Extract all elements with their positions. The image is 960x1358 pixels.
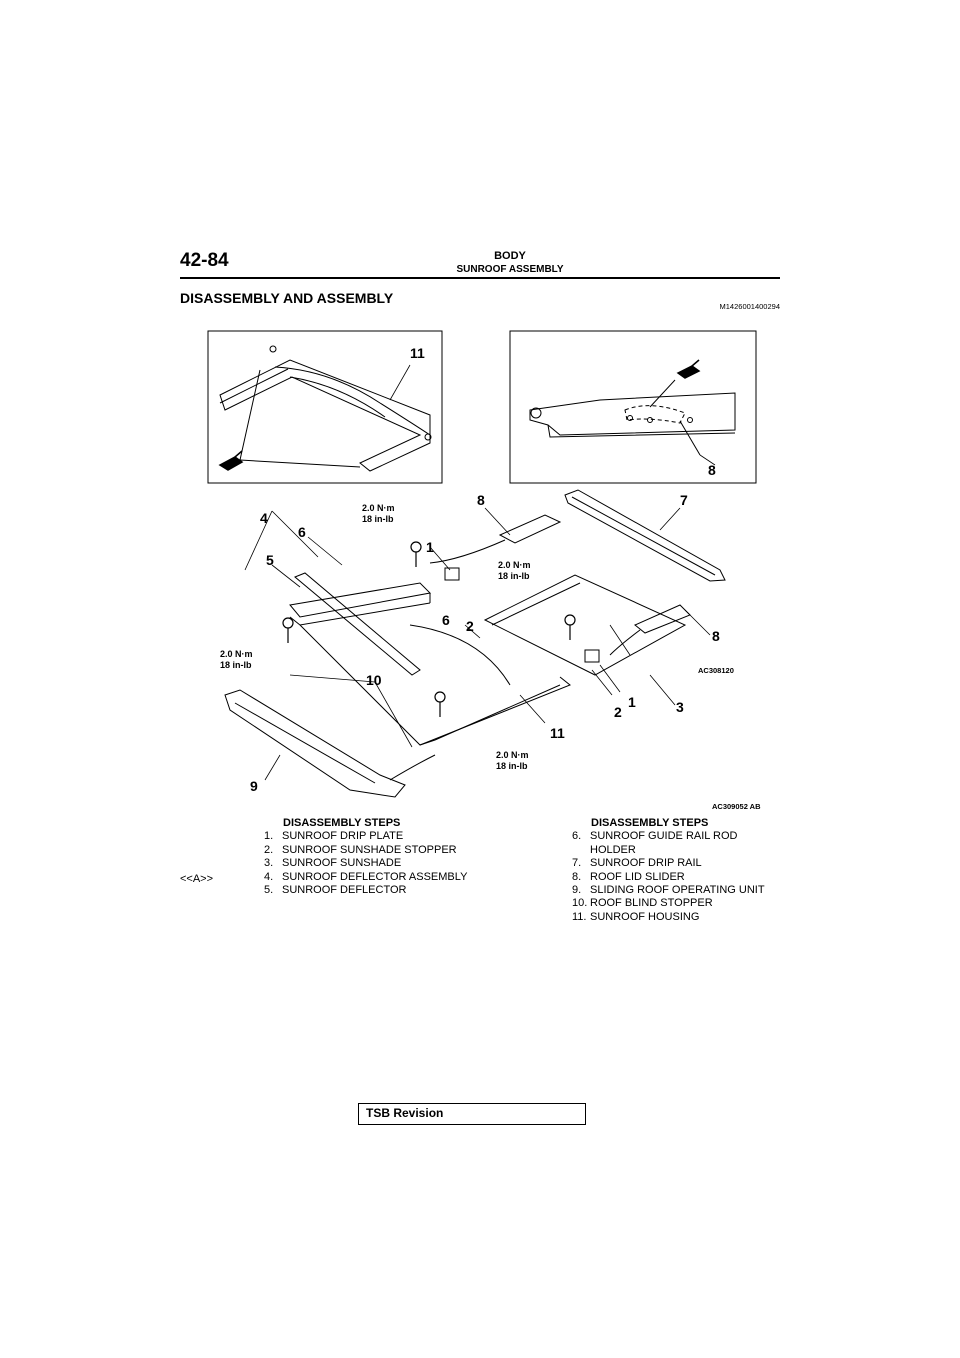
list-item: 1. SUNROOF DRIP PLATE bbox=[264, 830, 474, 843]
tsb-revision-label: TSB Revision bbox=[366, 1106, 444, 1120]
torque-label-3: 2.0 N·m bbox=[220, 649, 253, 659]
torque-label-2: 2.0 N·m bbox=[498, 560, 531, 570]
exploded-diagram: 11 8 4 6 5 1 8 7 2 6 8 10 1 2 3 11 9 2.0… bbox=[207, 330, 761, 811]
deflector-drawing bbox=[294, 572, 421, 676]
torque-label-3-imperial: 18 in-lb bbox=[220, 660, 252, 670]
list-item: 3. SUNROOF SUNSHADE bbox=[264, 857, 474, 870]
sunshade-drawing bbox=[483, 574, 687, 676]
list-item: 8. ROOF LID SLIDER bbox=[572, 871, 782, 884]
leader-lines bbox=[244, 364, 716, 781]
callout-8-upper: 8 bbox=[477, 492, 485, 508]
step-text: SUNROOF DEFLECTOR ASSEMBLY bbox=[282, 870, 468, 883]
callout-8-inset: 8 bbox=[708, 462, 716, 478]
list-item: 2. SUNROOF SUNSHADE STOPPER bbox=[264, 844, 474, 857]
step-number: 2. bbox=[264, 843, 274, 856]
inner-figure-code: AC308120 bbox=[698, 666, 734, 675]
step-text: SUNROOF SUNSHADE bbox=[282, 857, 402, 870]
list-item: 9. SLIDING ROOF OPERATING UNIT bbox=[572, 884, 782, 897]
step-number: 4. bbox=[264, 870, 274, 883]
callout-1: 1 bbox=[426, 539, 434, 555]
header-title: BODY bbox=[494, 250, 526, 262]
operating-unit-drawing bbox=[224, 689, 436, 798]
steps-list-left: DISASSEMBLY STEPS 1. SUNROOF DRIP PLATE 2… bbox=[264, 817, 474, 897]
callout-7: 7 bbox=[680, 492, 688, 508]
callout-11-inset: 11 bbox=[410, 345, 425, 361]
torque-label-4-imperial: 18 in-lb bbox=[496, 761, 528, 771]
torque-label-1-imperial: 18 in-lb bbox=[362, 514, 394, 524]
drip-rail-drawing bbox=[564, 489, 726, 582]
step-number: 7. bbox=[572, 857, 582, 870]
callout-2-lower: 2 bbox=[614, 704, 622, 720]
step-number: 1. bbox=[264, 830, 274, 843]
callout-6: 6 bbox=[298, 524, 306, 540]
list-item: 6. SUNROOF GUIDE RAIL ROD HOLDER bbox=[572, 830, 782, 857]
page-number: 42-84 bbox=[180, 250, 229, 271]
step-number: 11. bbox=[572, 910, 587, 923]
step-text: SUNROOF DRIP RAIL bbox=[590, 857, 702, 870]
callout-8-lower: 8 bbox=[712, 628, 720, 644]
header-rule bbox=[180, 277, 780, 279]
step-number: 8. bbox=[572, 870, 582, 883]
callout-5: 5 bbox=[266, 552, 274, 568]
callout-10: 10 bbox=[366, 672, 382, 688]
section-title: DISASSEMBLY AND ASSEMBLY bbox=[180, 290, 394, 306]
inset-left-housing-drawing bbox=[219, 345, 432, 472]
inset-right-frame bbox=[509, 330, 757, 484]
callout-6-lower: 6 bbox=[442, 612, 450, 628]
callout-2: 2 bbox=[466, 618, 474, 634]
list-item: 10.ROOF BLIND STOPPER bbox=[572, 897, 782, 910]
step-number: 9. bbox=[572, 884, 582, 897]
callout-1-lower: 1 bbox=[628, 694, 636, 710]
torque-label-1: 2.0 N·m bbox=[362, 503, 395, 513]
step-text: SUNROOF DRIP PLATE bbox=[282, 830, 404, 843]
callout-3: 3 bbox=[676, 699, 684, 715]
grease-gun-icon bbox=[676, 359, 701, 379]
step-text: ROOF BLIND STOPPER bbox=[590, 897, 713, 910]
steps-header: DISASSEMBLY STEPS bbox=[591, 817, 709, 829]
step-text: SUNROOF SUNSHADE STOPPER bbox=[282, 843, 457, 856]
steps-list-right: DISASSEMBLY STEPS 6. SUNROOF GUIDE RAIL R… bbox=[572, 817, 782, 924]
list-item: 4. SUNROOF DEFLECTOR ASSEMBLY bbox=[264, 871, 474, 884]
torque-label-4: 2.0 N·m bbox=[496, 750, 529, 760]
step-text: SLIDING ROOF OPERATING UNIT bbox=[590, 884, 765, 897]
step-text: SUNROOF HOUSING bbox=[590, 910, 700, 923]
figure-code: AC309052 AB bbox=[712, 802, 761, 811]
list-item: 11.SUNROOF HOUSING bbox=[572, 911, 782, 924]
step-text: SUNROOF GUIDE RAIL ROD HOLDER bbox=[590, 830, 738, 856]
bolts bbox=[282, 541, 576, 717]
inset-right-slider-drawing bbox=[529, 379, 736, 456]
torque-label-2-imperial: 18 in-lb bbox=[498, 571, 530, 581]
callout-4: 4 bbox=[260, 510, 268, 526]
inset-left-frame bbox=[207, 330, 443, 484]
step-number: 10. bbox=[572, 897, 588, 910]
header-subtitle: SUNROOF ASSEMBLY bbox=[456, 264, 564, 275]
step-text: SUNROOF DEFLECTOR bbox=[282, 884, 407, 897]
section-code: M1426001400294 bbox=[719, 302, 780, 311]
housing-drawing bbox=[289, 582, 571, 746]
note-reference-a: <<A>> bbox=[180, 873, 214, 885]
grease-gun-icon bbox=[218, 450, 244, 471]
slider-drawing bbox=[429, 514, 691, 656]
list-item: 5. SUNROOF DEFLECTOR bbox=[264, 884, 474, 897]
steps-header: DISASSEMBLY STEPS bbox=[283, 817, 401, 829]
callout-9: 9 bbox=[250, 778, 258, 794]
drip-plate-drawing bbox=[444, 567, 600, 663]
step-text: ROOF LID SLIDER bbox=[590, 870, 685, 883]
step-number: 6. bbox=[572, 830, 582, 843]
step-number: 5. bbox=[264, 884, 274, 897]
list-item: 7. SUNROOF DRIP RAIL bbox=[572, 857, 782, 870]
tsb-revision-box bbox=[358, 1103, 586, 1125]
step-number: 3. bbox=[264, 857, 274, 870]
callout-11-lower: 11 bbox=[550, 725, 565, 741]
